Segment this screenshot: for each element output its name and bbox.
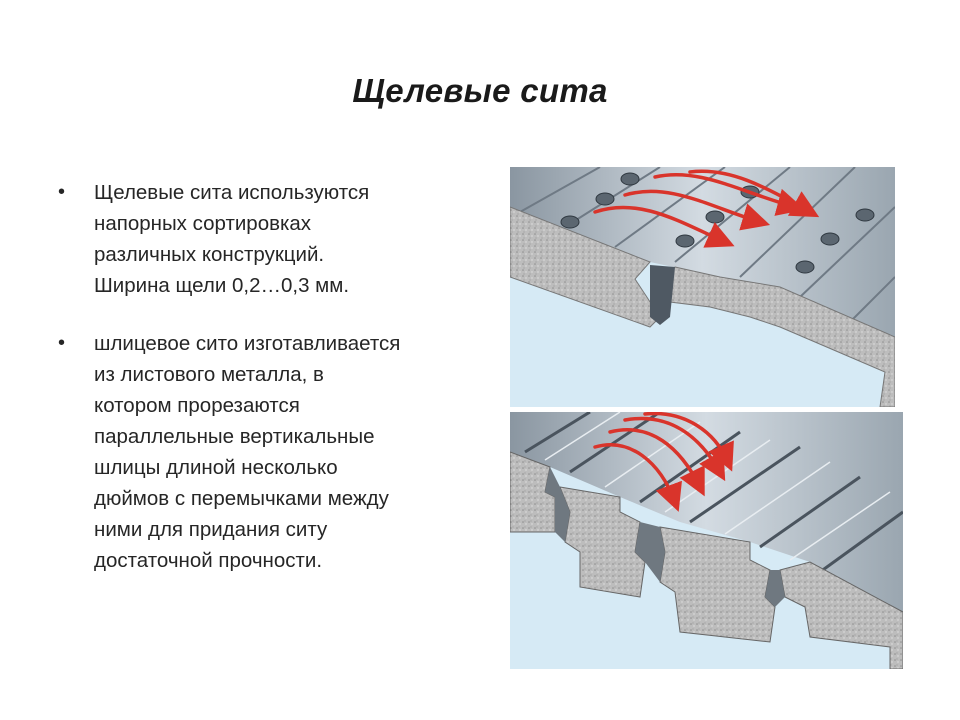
perforated-screen-illustration [510,167,895,407]
bullet-line: шлицевое сито изготавливается [94,332,401,355]
bullet-item: • шлицевое сито изготавливается из листо… [58,328,478,576]
bullet-list: • Щелевые сита используются напорных сор… [58,177,478,603]
slide-title: Щелевые сита [352,72,608,109]
bullet-line: параллельные вертикальные [94,425,375,448]
bullet-item: • Щелевые сита используются напорных сор… [58,177,478,301]
bullet-line: дюймов с перемычками между [94,487,389,510]
bullet-line: Щелевые сита используются [94,181,370,204]
bullet-line: достаточной прочности. [94,549,323,572]
bullet-line: Ширина щели 0,2…0,3 мм. [94,274,350,297]
bullet-line: котором прорезаются [94,394,300,417]
bullet-dot: • [58,181,66,203]
bullet-line: различных конструкций. [94,243,325,266]
bullet-line: напорных сортировках [94,212,312,235]
bullet-dot: • [58,332,66,354]
bullet-line: из листового металла, в [94,363,324,386]
bullet-line: ними для придания ситу [94,518,328,541]
bullet-line: шлицы длиной несколько [94,456,338,479]
slotted-screen-illustration [510,412,903,669]
